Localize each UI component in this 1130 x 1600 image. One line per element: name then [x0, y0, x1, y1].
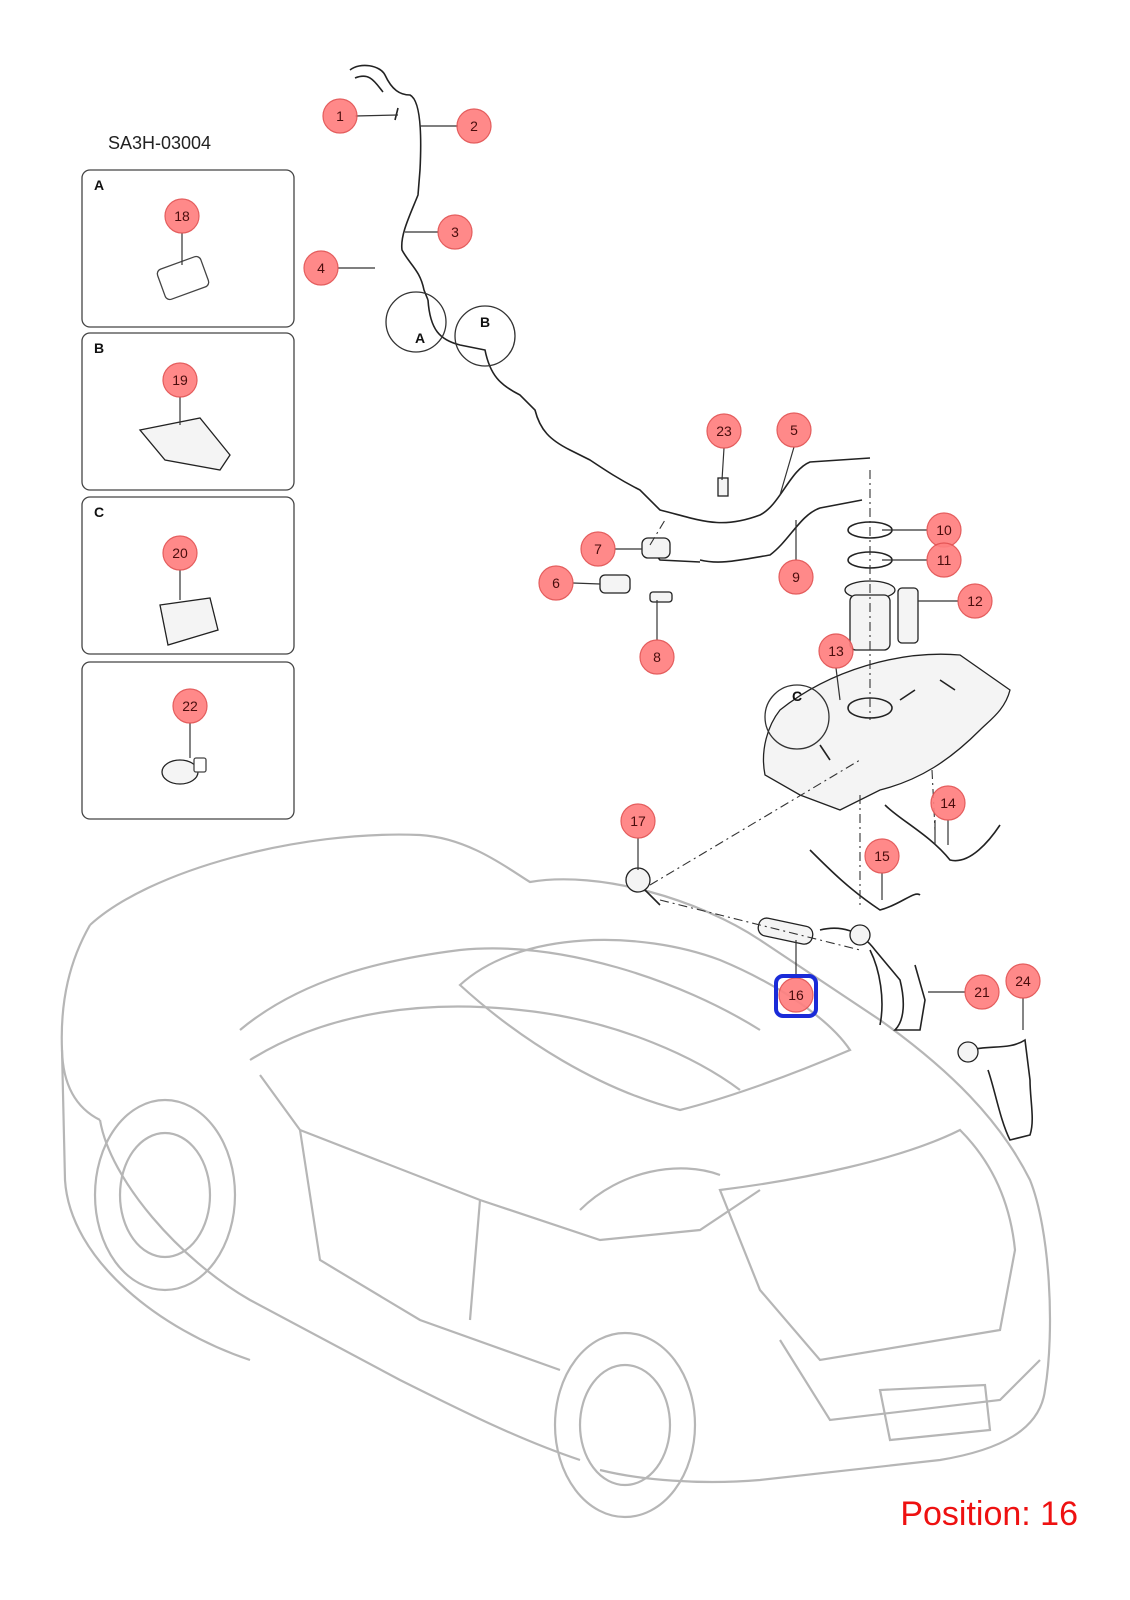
- detail-panel-b: B: [81, 332, 295, 491]
- callout-12[interactable]: 12: [957, 583, 993, 619]
- svg-text:8: 8: [653, 649, 661, 665]
- svg-text:21: 21: [974, 984, 990, 1000]
- callout-18[interactable]: 18: [164, 198, 200, 234]
- svg-text:19: 19: [172, 372, 188, 388]
- svg-text:10: 10: [936, 522, 952, 538]
- svg-text:7: 7: [594, 541, 602, 557]
- svg-text:2: 2: [470, 118, 478, 134]
- svg-text:23: 23: [716, 423, 732, 439]
- svg-text:9: 9: [792, 569, 800, 585]
- svg-text:12: 12: [967, 593, 983, 609]
- selected-callout-highlight: [774, 974, 818, 1018]
- fuel-tank: [762, 653, 1011, 811]
- svg-text:11: 11: [937, 552, 952, 568]
- callout-8[interactable]: 8: [639, 639, 675, 675]
- callout-20[interactable]: 20: [162, 535, 198, 571]
- svg-text:20: 20: [172, 545, 188, 561]
- fuel-pump-module: [844, 521, 919, 651]
- svg-text:1: 1: [336, 108, 344, 124]
- callout-21[interactable]: 21: [964, 974, 1000, 1010]
- svg-text:22: 22: [182, 698, 198, 714]
- svg-text:C: C: [792, 688, 802, 704]
- callout-13[interactable]: 13: [818, 633, 854, 669]
- svg-text:13: 13: [828, 643, 844, 659]
- svg-text:A: A: [415, 330, 425, 346]
- callout-10[interactable]: 10: [926, 512, 962, 548]
- svg-text:15: 15: [874, 848, 890, 864]
- callout-14[interactable]: 14: [930, 785, 966, 821]
- svg-text:6: 6: [552, 575, 560, 591]
- svg-text:5: 5: [790, 422, 798, 438]
- position-label: Position: 16: [900, 1495, 1078, 1533]
- callout-24[interactable]: 24: [1005, 963, 1041, 999]
- callout-6[interactable]: 6: [538, 565, 574, 601]
- detail-marker-b: B: [454, 305, 516, 367]
- detail-panel-c: C: [81, 496, 295, 655]
- callout-4[interactable]: 4: [303, 250, 339, 286]
- callout-9[interactable]: 9: [778, 559, 814, 595]
- svg-text:18: 18: [174, 208, 190, 224]
- callout-11[interactable]: 11: [926, 542, 962, 578]
- callout-7[interactable]: 7: [580, 531, 616, 567]
- fuel-line-assembly: [349, 64, 871, 603]
- callout-1[interactable]: 1: [322, 98, 358, 134]
- svg-text:A: A: [94, 177, 104, 193]
- svg-text:B: B: [94, 340, 104, 356]
- svg-text:B: B: [480, 314, 490, 330]
- detail-panel-a: A: [81, 169, 295, 328]
- svg-text:C: C: [94, 504, 104, 520]
- svg-text:14: 14: [940, 795, 956, 811]
- tank-straps: [809, 804, 1001, 911]
- callout-3[interactable]: 3: [437, 214, 473, 250]
- assembly-lines: [649, 470, 936, 951]
- callout-15[interactable]: 15: [864, 838, 900, 874]
- callout-leaders: [179, 114, 1024, 1030]
- callout-19[interactable]: 19: [162, 362, 198, 398]
- svg-text:16: 16: [788, 987, 804, 1003]
- callout-5[interactable]: 5: [776, 412, 812, 448]
- detail-marker-c: C: [764, 684, 830, 750]
- callout-17[interactable]: 17: [620, 803, 656, 839]
- svg-text:17: 17: [630, 813, 646, 829]
- callout-2[interactable]: 2: [456, 108, 492, 144]
- svg-text:24: 24: [1015, 973, 1031, 989]
- vent-hose: [957, 1038, 1033, 1141]
- diagram-code: SA3H-03004: [108, 133, 212, 153]
- callout-22[interactable]: 22: [172, 688, 208, 724]
- callout-16[interactable]: 16: [778, 977, 814, 1013]
- svg-text:4: 4: [317, 260, 325, 276]
- vehicle-outline: [60, 833, 1052, 1519]
- detail-marker-a: A: [385, 291, 447, 353]
- svg-text:3: 3: [451, 224, 459, 240]
- detail-panel-d: [81, 661, 295, 820]
- filler-neck-assembly: [625, 867, 926, 1031]
- callout-23[interactable]: 23: [706, 413, 742, 449]
